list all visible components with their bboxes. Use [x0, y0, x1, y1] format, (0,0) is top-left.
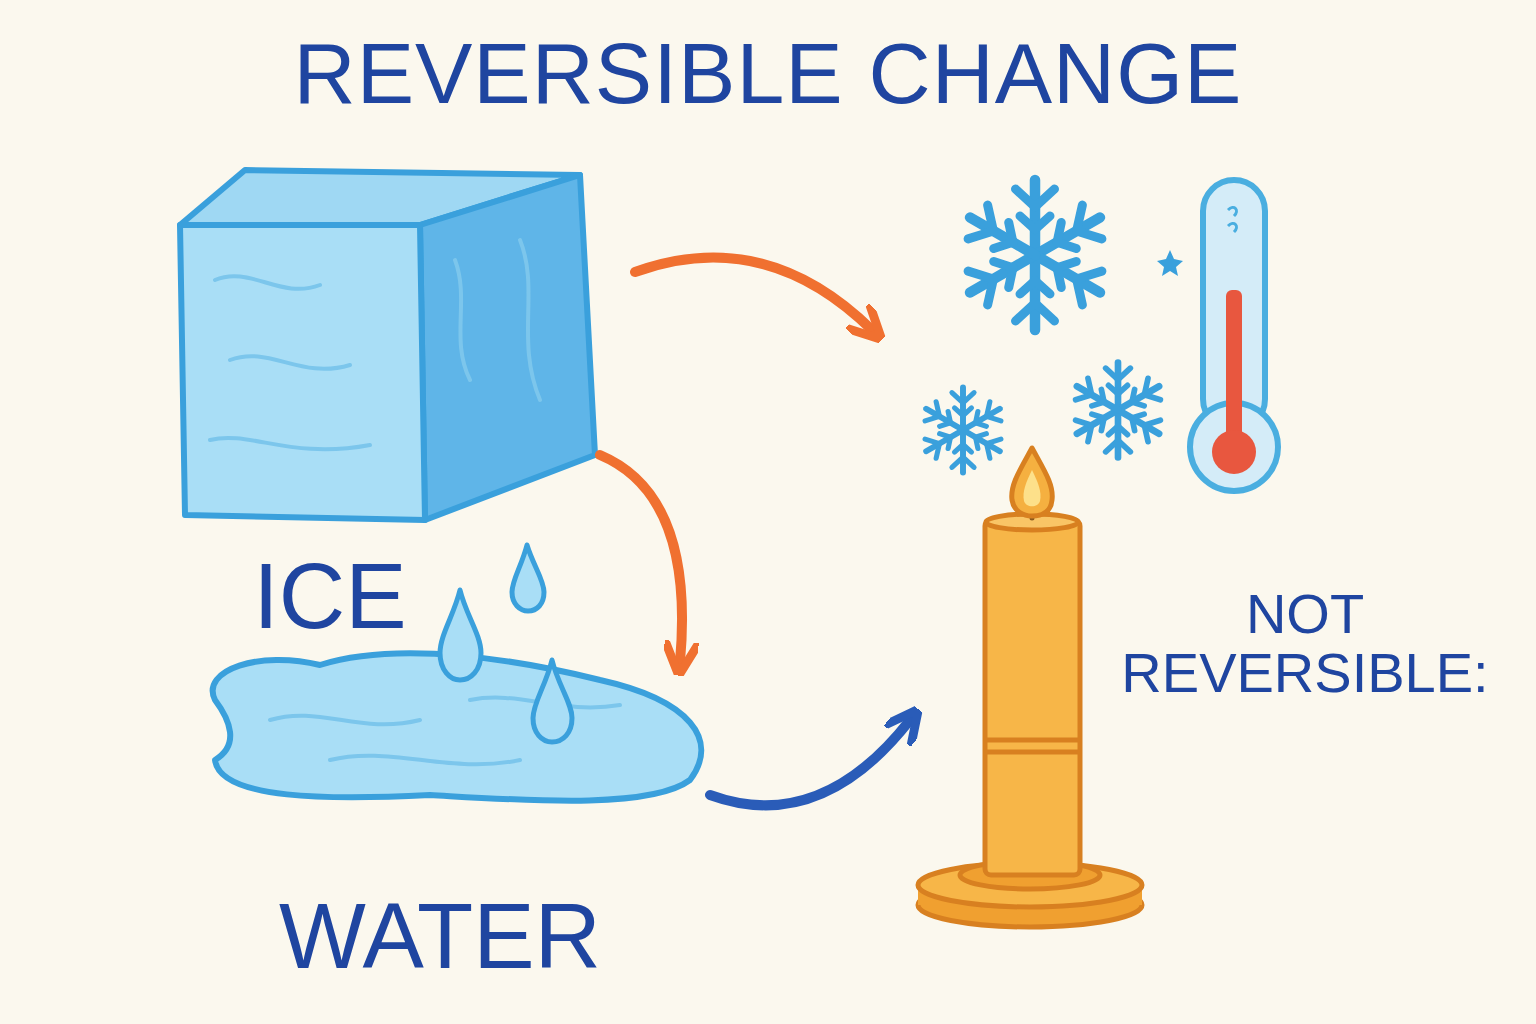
candle-node: NOT REVERSIBLE: [910, 460, 1510, 930]
snowflakes [921, 180, 1183, 473]
not-reversible-label: NOT REVERSIBLE: [1105, 585, 1505, 703]
thermometer [1190, 180, 1278, 491]
burn-arrow [710, 720, 910, 805]
water-node: WATER [200, 660, 710, 810]
ice-label: ICE [220, 548, 440, 645]
water-label: WATER [230, 888, 650, 985]
freeze-arrow [635, 257, 872, 330]
ice-node: ICE [175, 160, 600, 530]
candle [918, 448, 1142, 927]
diagram-title: REVERSIBLE CHANGE [0, 30, 1536, 116]
melt-arrow [600, 455, 682, 662]
ice-cube [180, 170, 595, 520]
water-drops [440, 545, 572, 742]
